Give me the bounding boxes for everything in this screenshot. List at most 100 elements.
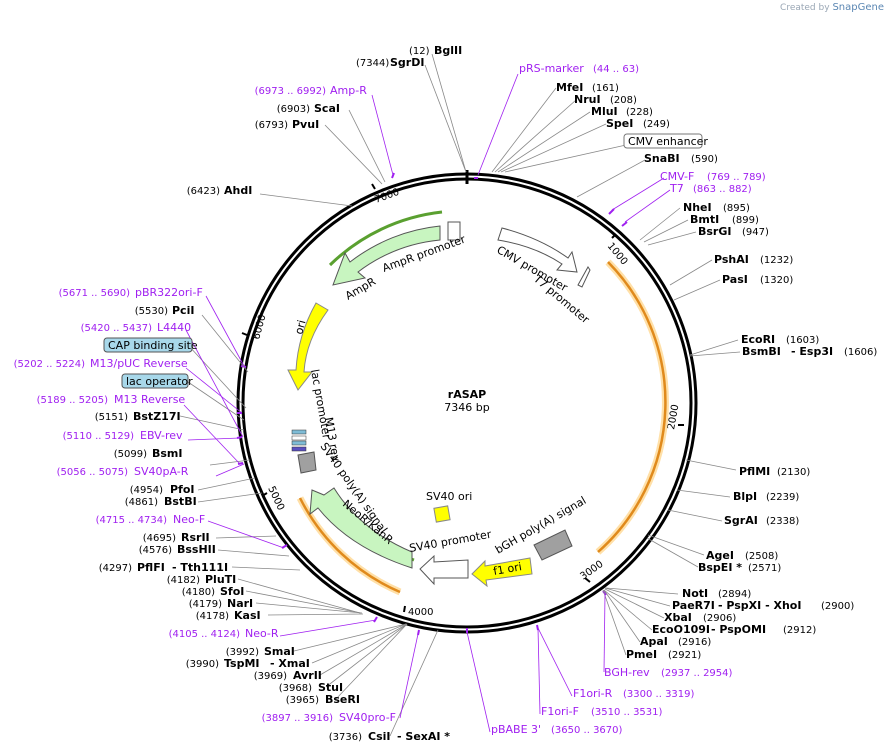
sv40-polya-feature [297, 451, 317, 474]
cmv-enhancer-box [623, 133, 703, 149]
agei-coords: (2508) [745, 551, 778, 562]
noti-label: NotI [682, 587, 708, 600]
xbai-coords: (2906) [703, 613, 736, 624]
bsmbi-label: BsmBI [742, 345, 781, 358]
sfoi-coords: (4180) [182, 587, 215, 598]
f1-ori-label: f1 ori [492, 560, 523, 578]
bmti-coords: (899) [732, 215, 759, 226]
bsshii-label: BssHII [177, 543, 216, 556]
f1ori-r-coords: (3300 .. 3319) [623, 689, 695, 700]
ampr-feature [332, 225, 441, 286]
pvui-coords: (6793) [255, 120, 288, 131]
bspei-label: BspEI * [698, 561, 742, 574]
nari-coords: (4179) [189, 599, 222, 610]
sgrai-coords: (2338) [766, 516, 799, 527]
bspei-coords: (2571) [748, 563, 781, 574]
m13-rev-mark [291, 446, 307, 452]
bstz17i-label: BstZ17I [133, 410, 181, 423]
prs-marker-coords: (44 .. 63) [593, 64, 639, 75]
pluti-coords: (4182) [167, 575, 200, 586]
lac-operator-box [121, 373, 189, 389]
blpi-label: BlpI [733, 490, 757, 503]
srui-coords: (208) [610, 95, 637, 106]
ecori-coords: (1603) [786, 335, 819, 346]
t7-promoter-feature [577, 266, 591, 288]
ebv-rev-coords: (5110 .. 5129) [63, 431, 135, 442]
ahdi-label: AhdI [224, 184, 252, 197]
bgh-polya-feature [533, 529, 573, 561]
bseri-label: BseRI [325, 693, 360, 706]
bstbi-coords: (4861) [125, 497, 158, 508]
ebv-rev-label: EBV-rev [140, 429, 183, 442]
mlui-coords: (228) [626, 107, 653, 118]
cmv-f-label: CMV-F [660, 170, 694, 183]
plasmid-name: rASAP [448, 388, 486, 401]
plasmid-length: 7346 bp [444, 401, 489, 414]
leader-lines [179, 53, 741, 737]
rsrii-coords: (4695) [143, 533, 176, 544]
left-label-group: (6973 .. 6992) Amp-R (6903) ScaI (6793) … [14, 84, 451, 743]
bseri-coords: (3965) [286, 695, 319, 706]
esp3i-label: - Esp3I [791, 345, 833, 358]
pasi-coords: (1320) [760, 275, 793, 286]
csii-label: CsiI [368, 730, 390, 743]
pvui-label: PvuI [292, 118, 319, 131]
pshai-coords: (1232) [760, 255, 793, 266]
ecori-label: EcoRI [741, 333, 775, 346]
pmei-coords: (2921) [668, 650, 701, 661]
sexai-label: - SexAI * [397, 730, 450, 743]
cmv-f-coords: (769 .. 789) [707, 172, 766, 183]
stui-coords: (3968) [279, 683, 312, 694]
bglii-label: BglII [434, 44, 462, 57]
pflfi-coords: (4297) [99, 563, 132, 574]
m13-reverse-label: M13 Reverse [114, 393, 185, 406]
cmv-enhancer-label: CMV enhancer [628, 135, 708, 148]
amp-r-label: Amp-R [330, 84, 367, 97]
prs-marker-label: pRS-marker [519, 62, 584, 75]
apai-label: ApaI [640, 635, 668, 648]
ecoo109i-label: EcoO109I [652, 623, 710, 636]
mfei-label: MfeI [556, 81, 583, 94]
neo-r-label: Neo-R [245, 627, 279, 640]
xmai-label: - XmaI [270, 657, 310, 670]
snabi-label: SnaBI [644, 152, 680, 165]
m13-puc-reverse-label: M13/pUC Reverse [90, 357, 188, 370]
l4440-label: L4440 [157, 321, 191, 334]
pbabe-3-coords: (3650 .. 3670) [551, 725, 623, 736]
bsshii-coords: (4576) [139, 545, 172, 556]
pbr322ori-f-coords: (5671 .. 5690) [59, 288, 131, 299]
nhei-label: NheI [683, 201, 712, 214]
f1-ori-feature [471, 557, 533, 588]
bglii-coords: (12) [409, 46, 430, 57]
lac-promoter-mark [291, 435, 307, 441]
paer7i-coords: (2900) [821, 601, 854, 612]
f1ori-f-label: F1ori-F [541, 705, 579, 718]
spei-label: SpeI [606, 117, 633, 130]
tspmi-coords: (3990) [186, 659, 219, 670]
pfoi-label: PfoI [170, 483, 195, 496]
l4440-coords: (5420 .. 5437) [81, 323, 153, 334]
watermark-prefix: Created by [780, 3, 830, 13]
smai-coords: (3992) [226, 647, 259, 658]
watermark-brand: SnapGene [832, 2, 884, 13]
sv40pro-f-label: SV40pro-F [339, 711, 396, 724]
m13-reverse-coords: (5189 .. 5205) [37, 395, 109, 406]
ampr-promoter-feature [447, 221, 461, 241]
smai-label: SmaI [264, 645, 295, 658]
rsrii-label: RsrII [181, 531, 210, 544]
bsmi-coords: (5099) [114, 449, 147, 460]
mfei-coords: (161) [592, 83, 619, 94]
snapgene-watermark: Created by SnapGene [780, 2, 884, 13]
pflmi-coords: (2130) [777, 467, 810, 478]
pspxi-xhoi-label: - PspXI - XhoI [718, 599, 801, 612]
bmti-label: BmtI [690, 213, 719, 226]
neo-r-coords: (4105 .. 4124) [169, 629, 241, 640]
tick-2000: 2000 [666, 404, 681, 431]
pcii-label: PciI [172, 304, 194, 317]
sv40pa-r-coords: (5056 .. 5075) [57, 467, 129, 478]
pluti-label: PluTI [205, 573, 236, 586]
nari-label: NarI [227, 597, 253, 610]
cap-binding-site-mark [291, 429, 307, 435]
pmei-label: PmeI [626, 648, 657, 661]
